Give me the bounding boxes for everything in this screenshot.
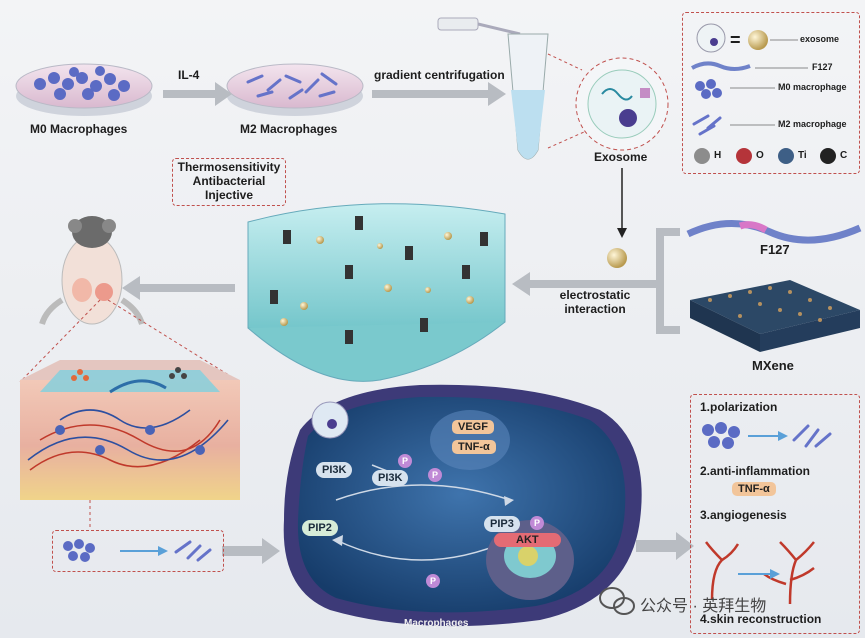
atom-dot-ti <box>778 148 794 164</box>
macrophages-label: Macrophages <box>404 618 469 629</box>
exosome-down-arrow <box>607 168 627 268</box>
vegf-label: VEGF <box>452 420 494 434</box>
m0-dish <box>15 63 153 116</box>
exosome-closeup <box>547 53 669 151</box>
pi3k-a: PI3K <box>316 462 353 478</box>
wechat-icon <box>599 587 635 615</box>
bracket <box>656 228 680 334</box>
gel-to-mouse-arrow <box>122 276 235 300</box>
tnf-label: TNF-α <box>452 440 496 454</box>
akt-label: AKT <box>494 533 561 547</box>
centrifugation-label: gradient centrifugation <box>374 68 505 82</box>
vessel-arrow <box>738 569 780 579</box>
legend-m0: M0 macrophage <box>778 82 847 92</box>
exosome-label: Exosome <box>594 150 648 164</box>
atom-dots <box>694 148 836 164</box>
polarization-small <box>63 539 212 562</box>
atom-label-h: H <box>714 150 722 161</box>
outcome-tnf: TNF-α <box>732 482 776 496</box>
atom-label-ti: Ti <box>798 150 807 161</box>
p-badge-3: P <box>530 516 544 530</box>
m2-label: M2 Macrophages <box>240 122 338 136</box>
properties-box <box>172 158 286 206</box>
p-badge-4: P <box>426 574 440 588</box>
atom-dot-h <box>694 148 710 164</box>
small-polarization-box <box>52 530 224 572</box>
m0-label: M0 Macrophages <box>30 122 128 136</box>
interaction-arrow <box>512 272 650 296</box>
pip2-label: PIP2 <box>302 520 338 536</box>
hydrogel-block <box>247 203 506 382</box>
atom-label-o: O <box>756 150 764 161</box>
legend-exosome: exosome <box>800 34 840 44</box>
vessel-icons <box>705 541 815 605</box>
pi3k-b: PI3K <box>372 470 409 486</box>
il4-label: IL-4 <box>178 68 200 82</box>
macrophage-cell <box>283 384 642 627</box>
legend-equals: = <box>730 30 741 50</box>
skin-section <box>20 360 240 500</box>
polarization-outcome <box>702 422 832 449</box>
outcomes-box <box>690 394 860 634</box>
outcome-polarization: 1.polarization <box>700 400 778 414</box>
outcome-angiogenesis: 3.angiogenesis <box>700 508 787 522</box>
watermark: 公众号 · 英拜生物 <box>640 598 767 615</box>
property-1: Thermosensitivity <box>177 160 281 174</box>
atom-dot-o <box>736 148 752 164</box>
p-badge-1: P <box>398 454 412 468</box>
centrifuge-tube <box>437 17 549 160</box>
interaction-line-2: interaction <box>564 302 626 316</box>
mouse <box>39 216 145 325</box>
f127-label: F127 <box>760 242 790 257</box>
atom-dot-c <box>820 148 836 164</box>
pip3-label: PIP3 <box>484 516 520 532</box>
atom-label-c: C <box>840 150 848 161</box>
mxene-lattice <box>690 280 860 352</box>
legend-icons <box>691 23 808 136</box>
outcome-anti-inflammation: 2.anti-inflammation <box>700 464 811 478</box>
outcome-skin-reconstruction: 4.skin reconstruction <box>700 612 822 626</box>
property-3: Injective <box>204 188 254 202</box>
interaction-line-1: electrostatic <box>559 288 631 302</box>
property-2: Antibacterial <box>192 174 266 188</box>
m2-dish <box>226 63 364 116</box>
p-badge-2: P <box>428 468 442 482</box>
f127-chain <box>686 220 862 244</box>
mxene-label: MXene <box>752 358 794 373</box>
legend-box <box>682 12 860 174</box>
legend-m2: M2 macrophage <box>778 119 847 129</box>
top-arrows <box>163 82 506 106</box>
legend-f127: F127 <box>812 62 833 72</box>
